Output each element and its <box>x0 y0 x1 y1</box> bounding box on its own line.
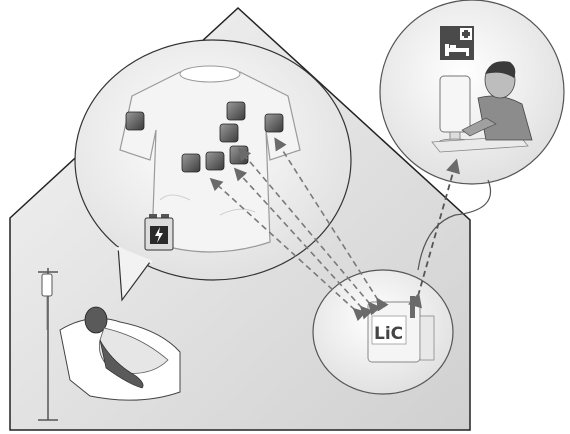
sensor <box>206 152 224 170</box>
sensor <box>220 124 238 142</box>
sensor <box>227 102 245 120</box>
sensor <box>126 112 144 130</box>
gateway-label: LiC <box>374 324 403 344</box>
sensor <box>182 154 200 172</box>
hospital-bed-icon <box>440 26 474 60</box>
sensor <box>265 114 283 132</box>
sensor <box>230 146 248 164</box>
battery-bolt-icon <box>145 214 173 250</box>
